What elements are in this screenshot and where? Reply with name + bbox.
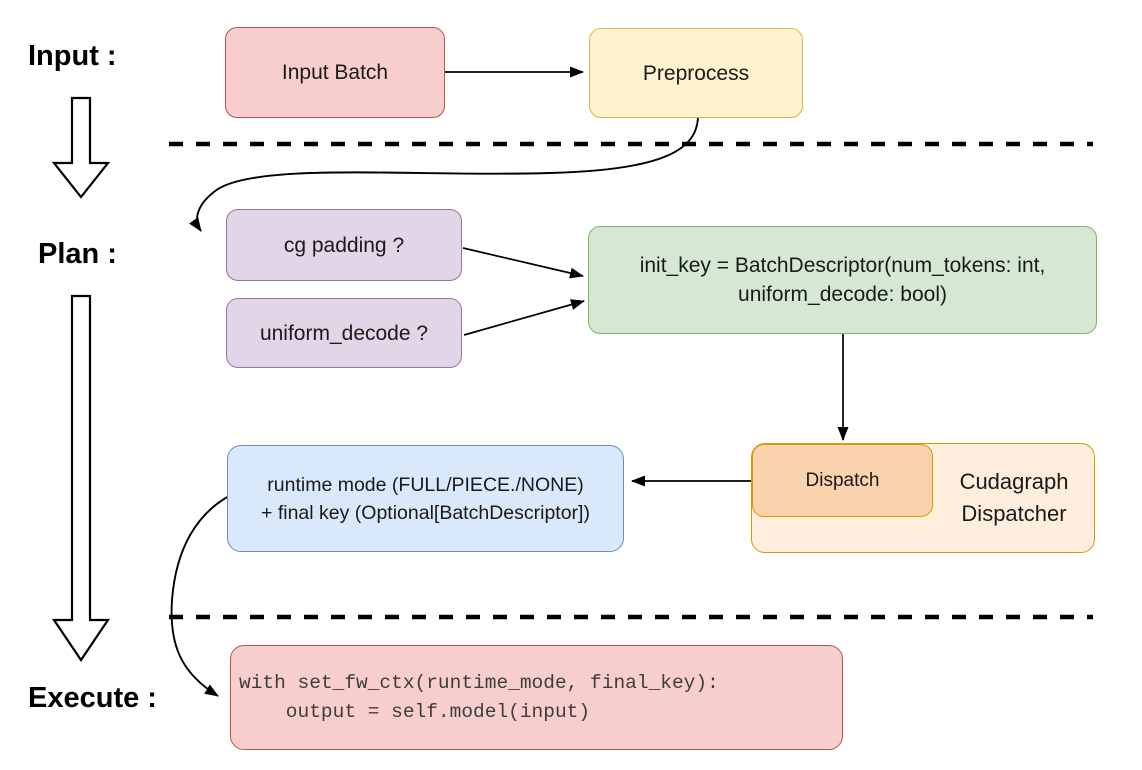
cudagraph-dispatcher-label-line2: Dispatcher <box>961 501 1067 526</box>
flow-down-arrow-input-to-plan-icon <box>51 96 111 199</box>
flow-down-arrow-plan-to-execute-icon <box>51 294 111 662</box>
execute-code-line1: with set_fw_ctx(runtime_mode, final_key)… <box>239 671 719 694</box>
dispatch-node: Dispatch <box>752 444 933 517</box>
runtime-mode-label-line1: runtime mode (FULL/PIECE./NONE) <box>267 473 584 496</box>
input-batch-label: Input Batch <box>281 61 389 84</box>
cudagraph-dispatcher-label: Cudagraph Dispatcher <box>934 444 1094 552</box>
arrow-uniform-decode-to-init-key <box>463 299 585 336</box>
curve-runtime-mode-to-execute-code <box>170 495 230 697</box>
init-key-label-line2: uniform_decode: bool) <box>738 283 947 306</box>
input-batch-node: Input Batch <box>225 27 445 118</box>
preprocess-label: Preprocess <box>642 61 750 85</box>
runtime-mode-node: runtime mode (FULL/PIECE./NONE) + final … <box>227 445 624 552</box>
uniform-decode-label: uniform_decode ? <box>259 321 429 345</box>
dispatch-label: Dispatch <box>805 470 880 491</box>
init-key-node: init_key = BatchDescriptor(num_tokens: i… <box>588 226 1097 334</box>
runtime-mode-label-line2: + final key (Optional[BatchDescriptor]) <box>261 501 590 524</box>
cg-padding-node: cg padding ? <box>226 209 462 281</box>
cg-padding-label: cg padding ? <box>283 233 405 257</box>
uniform-decode-node: uniform_decode ? <box>226 298 462 368</box>
execute-code-line2: output = self.model(input) <box>239 700 591 723</box>
curve-preprocess-to-cg-padding <box>189 117 699 232</box>
execute-code-node: with set_fw_ctx(runtime_mode, final_key)… <box>230 645 843 750</box>
preprocess-node: Preprocess <box>589 28 803 118</box>
stage-label-execute: Execute : <box>28 682 157 714</box>
cudagraph-dispatcher-label-line1: Cudagraph <box>959 469 1069 494</box>
arrow-cg-padding-to-init-key <box>462 247 584 279</box>
stage-label-input: Input : <box>28 40 117 72</box>
stage-label-plan: Plan : <box>38 238 117 270</box>
init-key-label-line1: init_key = BatchDescriptor(num_tokens: i… <box>639 254 1046 277</box>
